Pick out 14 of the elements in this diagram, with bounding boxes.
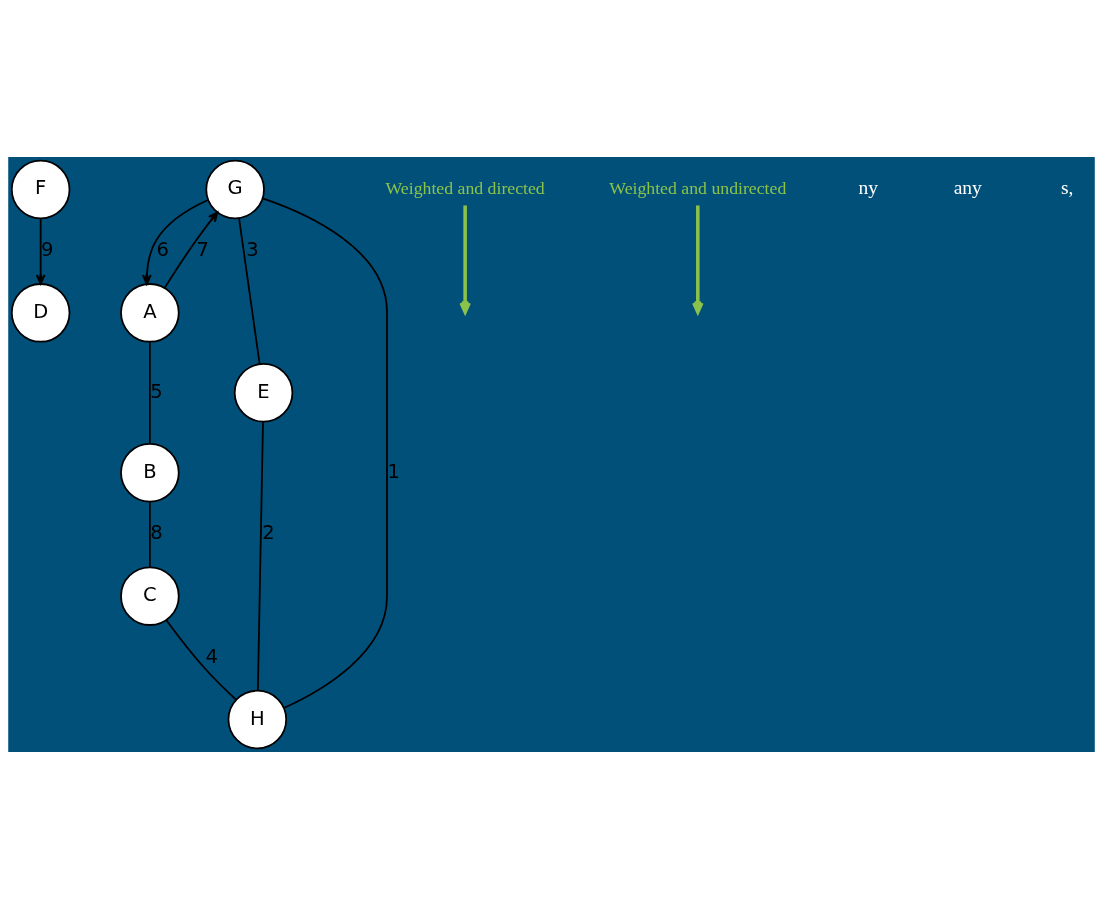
edge-label: 5 bbox=[150, 379, 163, 403]
edge-label: 6 bbox=[156, 238, 169, 262]
edge-label: 4 bbox=[205, 644, 218, 668]
edge-label: 2 bbox=[262, 521, 275, 545]
label: ny bbox=[858, 177, 879, 199]
edge-label: 3 bbox=[246, 238, 259, 262]
label: any bbox=[953, 177, 982, 199]
label: s, bbox=[1061, 177, 1074, 199]
node-text: Weighted and directed bbox=[385, 177, 545, 198]
edge-label: 9 bbox=[41, 238, 54, 262]
edge-label: 1 bbox=[387, 459, 400, 483]
node-text: Weighted and undirected bbox=[609, 177, 787, 198]
edge-label: 7 bbox=[196, 238, 209, 262]
edge-label: 8 bbox=[150, 521, 163, 545]
